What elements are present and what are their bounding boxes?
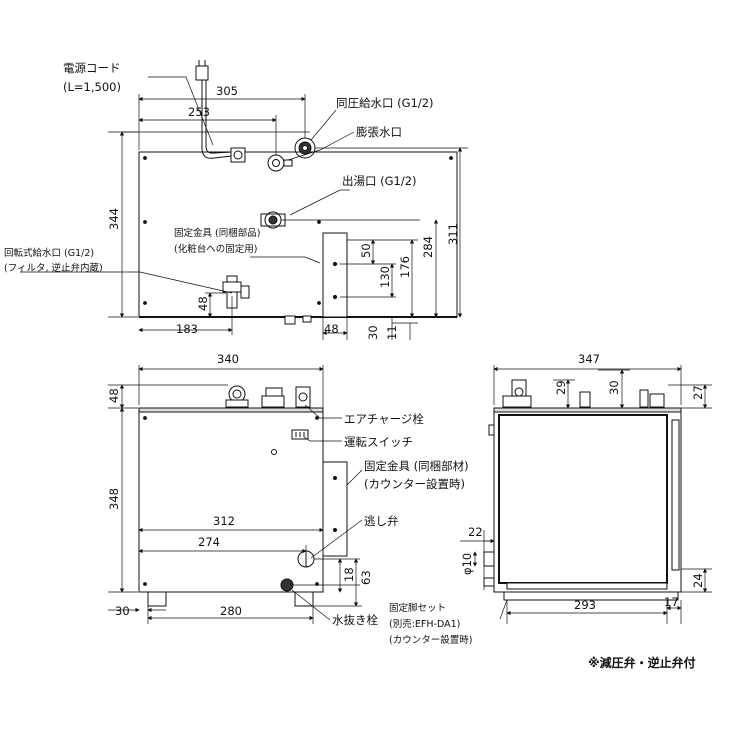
same-pressure-inlet-icon bbox=[294, 137, 316, 159]
leg-left bbox=[147, 591, 167, 607]
side-inner-panel bbox=[498, 414, 668, 584]
top-fittings-front bbox=[225, 385, 311, 408]
side-leg-rail bbox=[506, 582, 668, 590]
label-leg-set-2: (別売:EFH-DA1) bbox=[389, 618, 460, 630]
expansion-outlet-icon bbox=[267, 154, 293, 172]
dim-284: 284 bbox=[421, 236, 435, 258]
dim-347: 347 bbox=[578, 352, 600, 366]
dim-253: 253 bbox=[188, 105, 210, 119]
label-same-pressure-inlet: 同圧給水口 (G1/2) bbox=[336, 96, 434, 110]
dim-305: 305 bbox=[216, 84, 238, 98]
label-hot-outlet: 出湯口 (G1/2) bbox=[342, 174, 417, 188]
dim-48-bracket: 48 bbox=[324, 322, 339, 336]
dim-phi10: φ10 bbox=[460, 553, 474, 575]
dim-27: 27 bbox=[691, 385, 705, 400]
dim-280: 280 bbox=[220, 604, 242, 618]
dim-311: 311 bbox=[446, 223, 460, 245]
dim-30-side: 30 bbox=[607, 380, 621, 395]
dim-11: 11 bbox=[385, 325, 399, 340]
label-leg-set-3: (カウンター設置時) bbox=[389, 634, 472, 646]
dim-348: 348 bbox=[107, 488, 121, 510]
top-view-text: 電源コード (L=1,500) 同圧給水口 (G1/2) 膨張水口 出湯口 (G… bbox=[4, 61, 460, 340]
dim-344: 344 bbox=[107, 208, 121, 230]
dim-340: 340 bbox=[217, 352, 239, 366]
label-swivel-inlet-1: 回転式給水口 (G1/2) bbox=[4, 247, 94, 259]
dim-30-top: 30 bbox=[366, 325, 380, 340]
top-fittings-side bbox=[502, 379, 665, 408]
top-view-dimensions bbox=[20, 76, 468, 340]
side-view-dimensions bbox=[460, 365, 712, 624]
dim-48-front: 48 bbox=[107, 388, 121, 403]
dim-48-top: 48 bbox=[196, 296, 210, 311]
side-view-body bbox=[493, 407, 682, 593]
dim-130: 130 bbox=[378, 266, 392, 288]
fixing-bracket-plate bbox=[322, 232, 348, 318]
dim-63: 63 bbox=[359, 570, 373, 585]
dim-30-front: 30 bbox=[115, 604, 130, 618]
label-run-switch: 運転スイッチ bbox=[344, 435, 413, 449]
dim-50: 50 bbox=[359, 243, 373, 258]
label-swivel-inlet-2: (フィルタ, 逆止弁内蔵) bbox=[4, 262, 103, 274]
dim-29: 29 bbox=[554, 380, 568, 395]
label-fixing-bracket-b1: 固定金具 (同梱部材) bbox=[364, 459, 469, 473]
side-view-text: 347 29 30 27 22 φ10 24 293 17 bbox=[460, 352, 705, 612]
label-fixing-bracket-1: 固定金具 (同梱部品) bbox=[174, 227, 260, 239]
label-expansion-outlet: 膨張水口 bbox=[356, 125, 402, 139]
dim-183: 183 bbox=[176, 322, 198, 336]
dim-274: 274 bbox=[198, 535, 220, 549]
label-air-charge: エアチャージ栓 bbox=[344, 412, 424, 426]
top-view bbox=[138, 60, 458, 325]
front-view-text: エアチャージ栓 運転スイッチ 固定金具 (同梱部材) (カウンター設置時) 逃し… bbox=[107, 352, 472, 646]
label-leg-set-1: 固定脚セット bbox=[389, 602, 446, 614]
label-power-cord-length: (L=1,500) bbox=[63, 80, 121, 94]
note-valves: ※減圧弁・逆止弁付 bbox=[588, 655, 696, 670]
dim-22: 22 bbox=[468, 525, 483, 539]
label-drain-plug: 水抜き栓 bbox=[332, 613, 378, 627]
front-view bbox=[138, 385, 348, 607]
dim-18: 18 bbox=[342, 567, 356, 582]
label-power-cord: 電源コード bbox=[63, 61, 121, 75]
side-view bbox=[483, 379, 682, 601]
front-view-dimensions bbox=[108, 365, 363, 624]
dim-312: 312 bbox=[213, 514, 235, 528]
dim-17: 17 bbox=[664, 595, 679, 609]
power-cord-icon bbox=[195, 60, 246, 163]
relief-valve-icon bbox=[297, 550, 315, 568]
dim-293: 293 bbox=[574, 598, 596, 612]
dim-176: 176 bbox=[398, 256, 412, 278]
label-fixing-bracket-b2: (カウンター設置時) bbox=[364, 477, 465, 491]
label-relief-valve: 逃し弁 bbox=[364, 514, 399, 528]
label-fixing-bracket-2: (化粧台への固定用) bbox=[174, 243, 257, 255]
dim-24: 24 bbox=[691, 573, 705, 588]
